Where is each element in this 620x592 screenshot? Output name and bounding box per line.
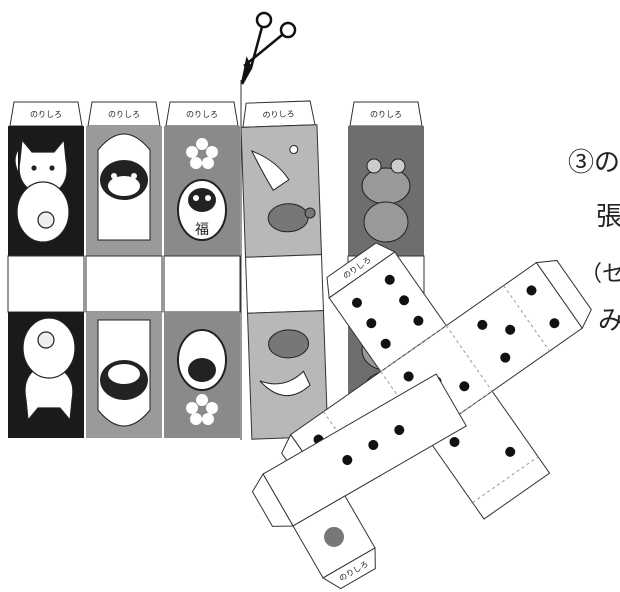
- instruction-line-4: み: [598, 300, 620, 337]
- strip-dog: のりしろ: [86, 102, 162, 438]
- instruction-line-1: ③の: [568, 142, 620, 179]
- instruction-line-2: 張: [596, 196, 620, 233]
- svg-text:のりしろ: のりしろ: [108, 110, 140, 119]
- daruma-char: 福: [195, 222, 209, 238]
- dog-icon: [98, 134, 150, 240]
- svg-text:のりしろ: のりしろ: [186, 110, 218, 119]
- dog-inverted-icon: [98, 320, 150, 426]
- instruction-line-3: （セ: [580, 256, 620, 288]
- tab-label: のりしろ: [30, 110, 62, 119]
- svg-text:のりしろ: のりしろ: [370, 110, 402, 119]
- lucky-cat-inverted-icon: [23, 318, 75, 420]
- daruma-icon: 福: [178, 180, 226, 240]
- scissors-icon: [242, 13, 295, 84]
- strip-lucky-cat: のりしろ: [8, 102, 84, 438]
- strip-daruma: のりしろ 福: [164, 102, 240, 438]
- daruma-inverted-icon: [178, 330, 226, 390]
- svg-text:のりしろ: のりしろ: [262, 110, 294, 120]
- strip-crane-turtle: のりしろ: [240, 101, 328, 439]
